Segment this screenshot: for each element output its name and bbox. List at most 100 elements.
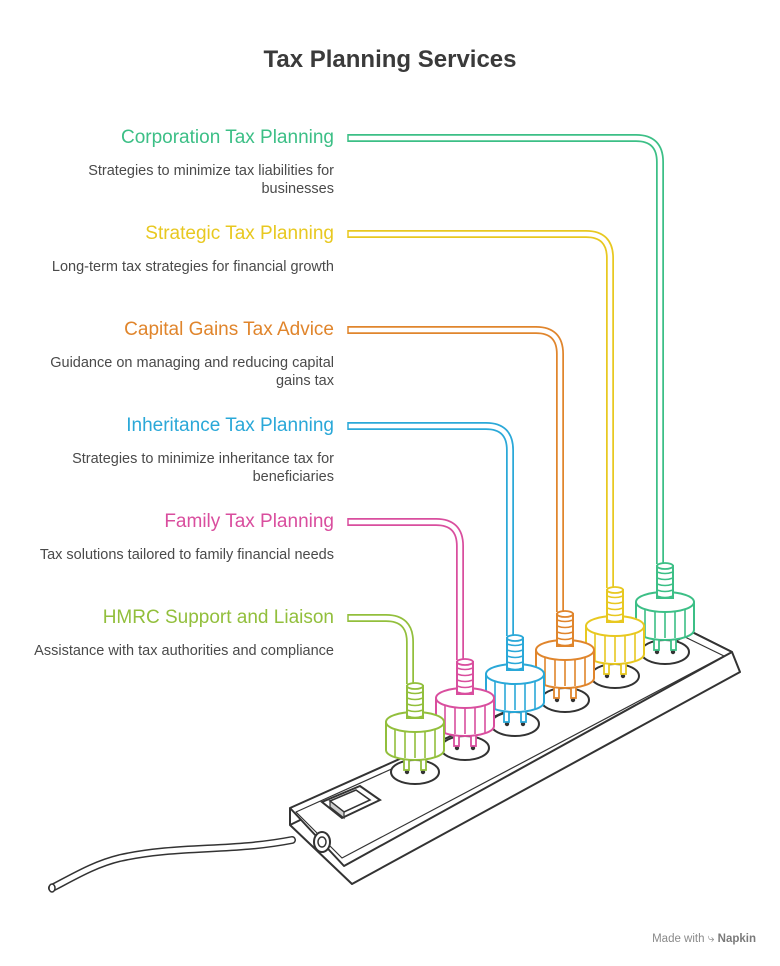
plug-strain-ring (556, 619, 574, 623)
plug-strain-ring (656, 577, 674, 581)
plug-strain-relief (556, 613, 574, 647)
plug-strain-ring (406, 703, 424, 707)
item-description-hmrc-support: Assistance with tax authorities and comp… (34, 643, 334, 659)
plug-strain-relief (506, 637, 524, 671)
plug-strain-ring (456, 691, 474, 695)
socket-3 (490, 711, 540, 737)
cable-hmrc-support (348, 614, 414, 684)
plug-strain-top (606, 586, 624, 594)
cord-grommet (313, 831, 331, 853)
socket-hole (570, 697, 576, 703)
item-description-family-tax: Tax solutions tailored to family financi… (39, 547, 334, 563)
plug-assembly-family-tax (347, 518, 495, 747)
plug-strain-ring (406, 697, 424, 701)
plug-strain-ring (456, 673, 474, 677)
napkin-logo-icon: ⤷ (707, 931, 715, 945)
item-title-corporation-tax: Corporation Tax Planning (120, 127, 334, 148)
plug-strain-relief (406, 685, 424, 719)
socket-hole (620, 673, 626, 679)
plug-strain-ring (406, 715, 424, 719)
socket-1 (390, 759, 440, 785)
plug-strain-relief (456, 661, 474, 695)
item-title-family-tax: Family Tax Planning (164, 511, 334, 532)
power-switch (320, 784, 382, 820)
plug-strain-ring (556, 625, 574, 629)
socket-hole (554, 697, 560, 703)
plug-strain-ring (656, 583, 674, 587)
socket-hole (520, 721, 526, 727)
plug-strain-ring (456, 679, 474, 683)
plug-strain-ring (656, 595, 674, 599)
item-description-strategic-tax: Long-term tax strategies for financial g… (51, 259, 334, 275)
plug-strain-top (456, 658, 474, 666)
plug-strain-ring (606, 595, 624, 599)
plug-assembly-corporation-tax (347, 134, 695, 651)
item-title-hmrc-support: HMRC Support and Liaison (102, 607, 334, 628)
diagram-title: Tax Planning Services (263, 46, 517, 73)
plug-strain-ring (656, 589, 674, 593)
plug-assembly-capital-gains (347, 326, 595, 699)
plug-strain-ring (606, 619, 624, 623)
plug-strain-ring (406, 709, 424, 713)
socket-hole (504, 721, 510, 727)
socket-rim (590, 663, 640, 689)
plug-strain-ring (606, 613, 624, 617)
plug-strain-ring (506, 661, 524, 665)
plug-strain-ring (606, 601, 624, 605)
power-switch-rocker-side (329, 799, 345, 820)
plug-strain-ring (556, 643, 574, 647)
cable-core-capital-gains (348, 327, 563, 612)
item-description-corporation-tax: Strategies to minimize tax liabilities f… (88, 163, 334, 197)
plug-assembly-strategic-tax (347, 230, 645, 675)
plug-assembly-hmrc-support (347, 614, 445, 771)
footer-credit: Made with ⤷ Napkin (652, 931, 756, 946)
footer-prefix: Made with (652, 933, 705, 945)
plug-strain-relief (606, 589, 624, 623)
socket-rim (490, 711, 540, 737)
socket-hole (454, 745, 460, 751)
plug-strain-ring (456, 685, 474, 689)
item-title-inheritance-tax: Inheritance Tax Planning (126, 415, 334, 436)
item-title-strategic-tax: Strategic Tax Planning (145, 223, 334, 244)
item-description-inheritance-tax: Strategies to minimize inheritance tax f… (72, 451, 334, 485)
cable-inheritance-tax (348, 422, 514, 636)
socket-rim (540, 687, 590, 713)
cable-strategic-tax (348, 230, 614, 588)
plug-strain-ring (556, 631, 574, 635)
power-cord-end (48, 883, 56, 893)
cable-family-tax (348, 518, 464, 660)
footer-brand: Napkin (717, 933, 756, 945)
plug-strain-ring (556, 637, 574, 641)
socket-rim (640, 639, 690, 665)
socket-hole (670, 649, 676, 655)
plug-strain-ring (656, 571, 674, 575)
plug-strain-ring (506, 643, 524, 647)
plug-strain-ring (506, 667, 524, 671)
power-cord-fill (49, 837, 295, 891)
socket-rim (390, 759, 440, 785)
cable-core-corporation-tax (348, 135, 663, 564)
socket-hole (604, 673, 610, 679)
plug-assembly-inheritance-tax (347, 422, 545, 723)
plug-strain-ring (506, 649, 524, 653)
plug-strain-top (656, 562, 674, 570)
socket-rim (440, 735, 490, 761)
plug-strain-ring (456, 667, 474, 671)
cord-grommet-inner (317, 836, 327, 848)
plug-strain-top (406, 682, 424, 690)
socket-4 (540, 687, 590, 713)
cable-core-hmrc-support (348, 615, 413, 684)
plug-strain-relief (656, 565, 674, 599)
item-title-capital-gains: Capital Gains Tax Advice (124, 319, 334, 340)
socket-hole (404, 769, 410, 775)
cable-core-inheritance-tax (348, 423, 513, 636)
socket-hole (420, 769, 426, 775)
socket-6 (640, 639, 690, 665)
socket-5 (590, 663, 640, 689)
cable-core-strategic-tax (348, 231, 613, 588)
cable-capital-gains (348, 326, 564, 612)
socket-2 (440, 735, 490, 761)
socket-hole (470, 745, 476, 751)
